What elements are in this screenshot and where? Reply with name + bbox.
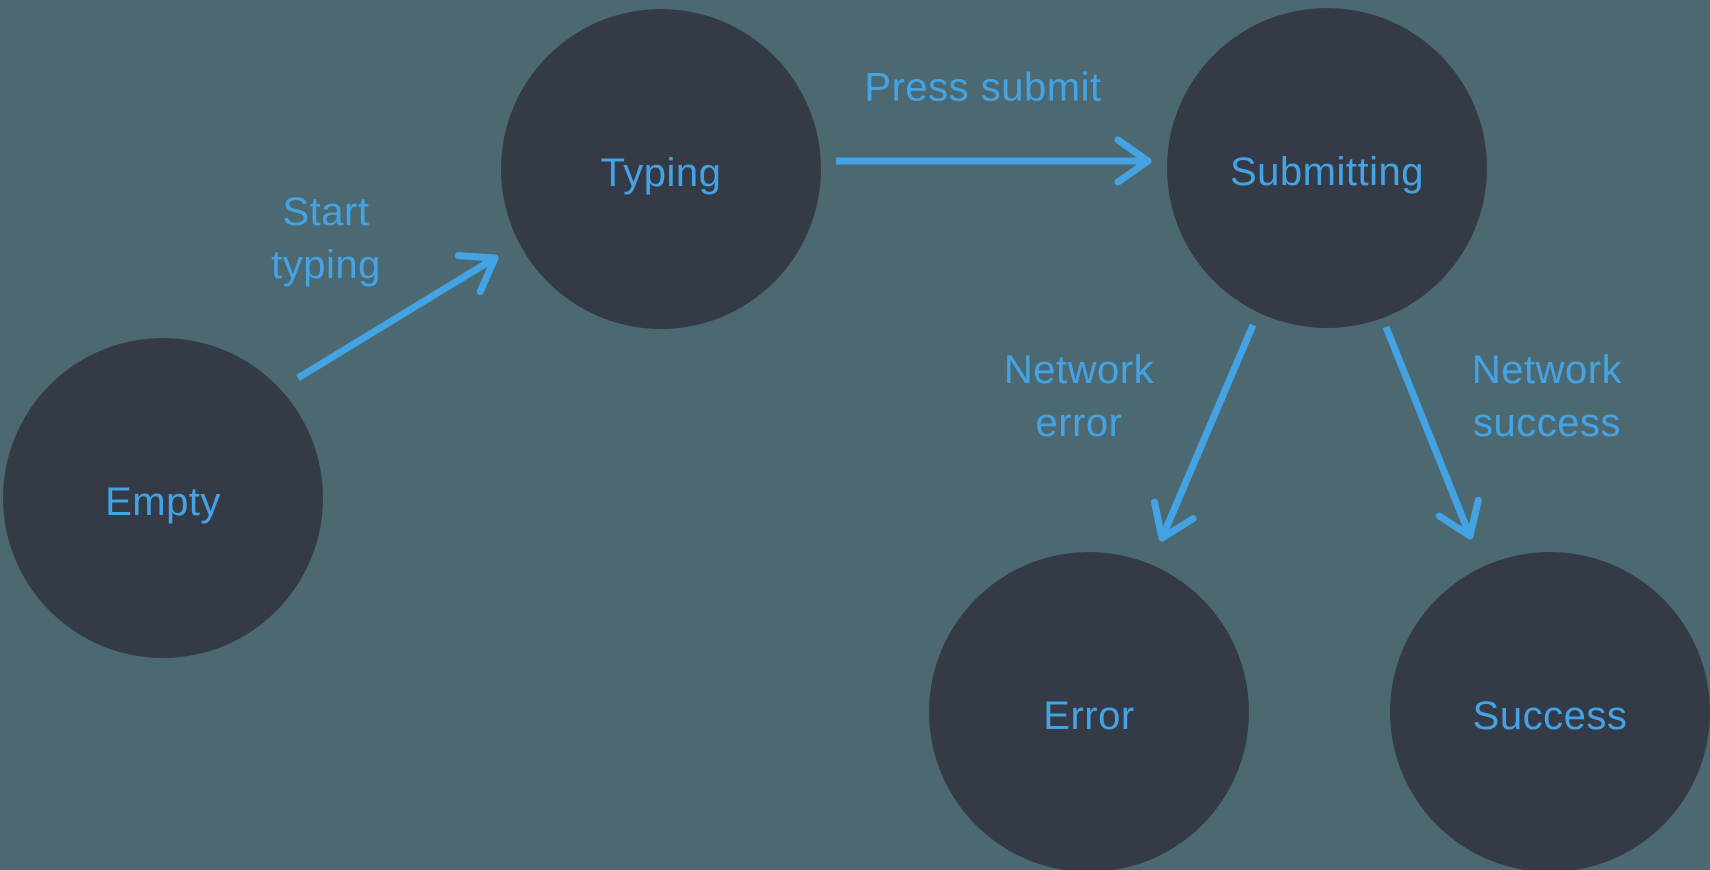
state-node-submitting: Submitting <box>1167 8 1487 328</box>
edge-label-line: Press submit <box>864 65 1102 110</box>
edge-label-line: success <box>1472 401 1621 445</box>
edge-label-line: Start <box>282 190 370 234</box>
edge-label-network-error: Network error <box>1004 344 1154 450</box>
state-node-label: Typing <box>600 150 722 195</box>
edge-label-line: Network <box>1471 348 1623 392</box>
arrow-network-success <box>1382 325 1482 540</box>
state-node-label: Empty <box>105 479 221 524</box>
state-node-label: Success <box>1472 693 1628 738</box>
edge-label-line: Network <box>1003 348 1155 392</box>
arrow-network-error <box>1150 323 1257 542</box>
state-node-empty: Empty <box>3 338 323 658</box>
edge-label-line: error <box>1035 401 1123 445</box>
state-node-label: Submitting <box>1230 149 1424 194</box>
edge-label-network-success: Network success <box>1472 344 1622 450</box>
edge-label-line: typing <box>271 243 381 287</box>
edge-label-press-submit: Press submit <box>864 62 1101 115</box>
state-node-label: Error <box>1043 693 1135 738</box>
edge-label-start-typing: Start typing <box>271 186 381 292</box>
state-node-error: Error <box>929 552 1249 870</box>
state-node-success: Success <box>1390 552 1710 870</box>
state-node-typing: Typing <box>501 9 821 329</box>
